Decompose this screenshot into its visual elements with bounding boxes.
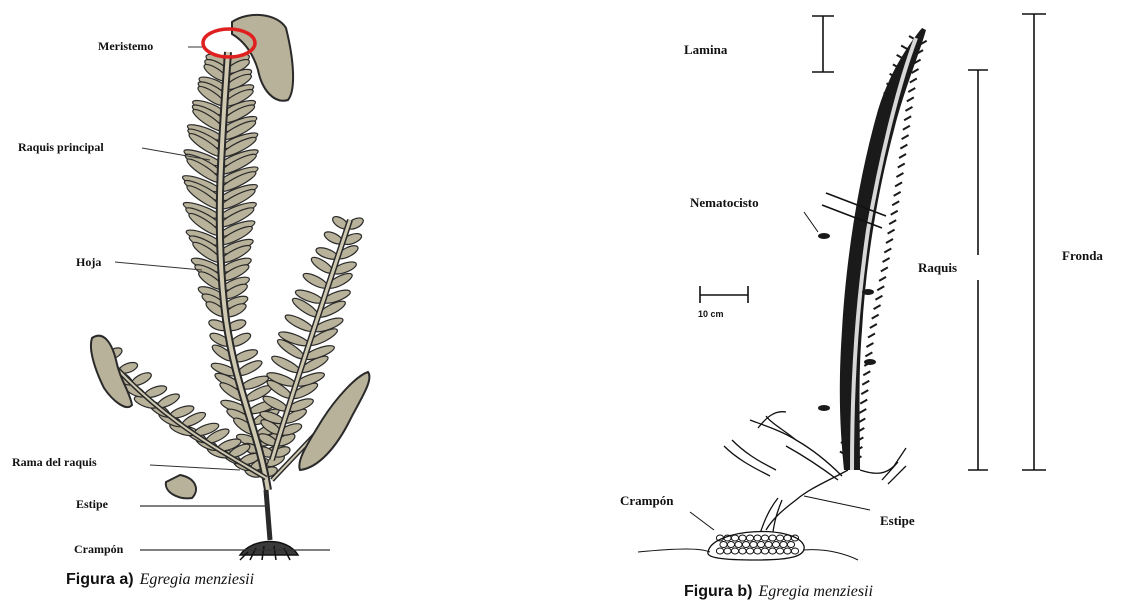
label-nematocisto: Nematocisto bbox=[690, 196, 759, 209]
caption-b-species: Egregia menziesii bbox=[758, 583, 873, 600]
egregia-illustration-a bbox=[0, 0, 560, 603]
figure-b-panel: Lamina Nematocisto Raquis Fronda Crampón… bbox=[560, 0, 1122, 603]
label-crampon: Crampón bbox=[74, 543, 123, 555]
fronda-bracket bbox=[1022, 14, 1046, 470]
label-fronda: Fronda bbox=[1062, 249, 1103, 262]
label-crampon-b: Crampón bbox=[620, 494, 673, 507]
holdfast-b bbox=[638, 532, 858, 560]
label-raquis-principal: Raquis principal bbox=[18, 141, 104, 153]
figure-a-panel: Meristemo Raquis principal Hoja Rama del… bbox=[0, 0, 560, 603]
caption-b: Figura b) Egregia menziesii bbox=[684, 584, 873, 600]
raquis-bracket bbox=[968, 70, 988, 470]
stipe-a bbox=[266, 490, 270, 540]
label-rama-del-raquis: Rama del raquis bbox=[12, 456, 97, 468]
lamina-bracket bbox=[812, 16, 834, 72]
caption-a-prefix: Figura a) bbox=[66, 571, 134, 588]
stipe-b bbox=[724, 412, 906, 540]
caption-a: Figura a) Egregia menziesii bbox=[66, 572, 254, 588]
caption-b-prefix: Figura b) bbox=[684, 583, 752, 600]
label-raquis: Raquis bbox=[918, 261, 957, 274]
label-estipe-b: Estipe bbox=[880, 514, 915, 527]
caption-a-species: Egregia menziesii bbox=[140, 571, 255, 588]
label-hoja: Hoja bbox=[76, 256, 101, 268]
label-estipe: Estipe bbox=[76, 498, 108, 510]
egregia-illustration-b bbox=[560, 0, 1122, 603]
holdfast-a bbox=[240, 541, 298, 560]
label-meristemo: Meristemo bbox=[98, 40, 153, 52]
scale-bar-label: 10 cm bbox=[698, 309, 724, 319]
label-lamina: Lamina bbox=[684, 43, 727, 56]
scale-bar bbox=[700, 286, 748, 303]
